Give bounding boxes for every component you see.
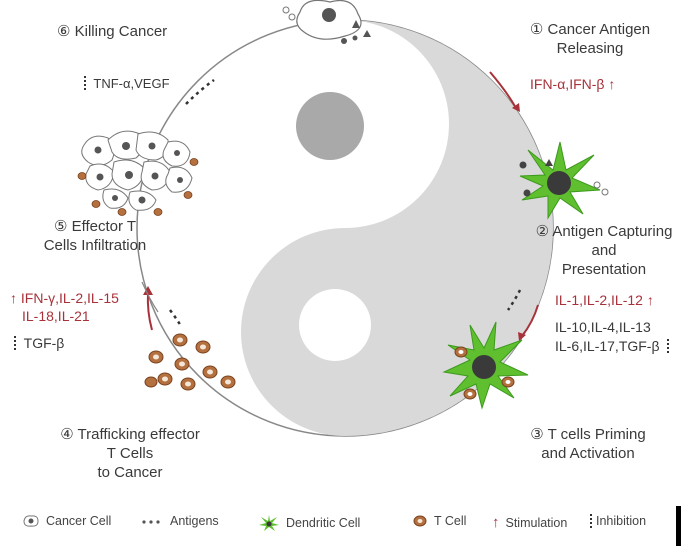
step5-stim2-text: IL-18,IL-21 — [22, 308, 90, 324]
dendritic-cell-step2-icon — [519, 141, 609, 220]
stimulation-arrow-icon: ↑ — [608, 76, 616, 92]
step1-line2: Releasing — [556, 40, 624, 57]
step5-label: ⑤ Effector T Cells Infiltration — [20, 217, 170, 255]
stimulation-arrow-icon: ↑ — [492, 514, 500, 531]
step2-label: ② Antigen Capturing and Presentation — [524, 222, 684, 279]
step4-line1: ④ Trafficking effector — [60, 426, 200, 443]
step1-label: ① Cancer Antigen Releasing — [500, 20, 680, 58]
inhibition-bar-icon — [590, 514, 592, 528]
antigens-icon — [142, 520, 160, 524]
legend-dendritic-cell-label: Dendritic Cell — [286, 516, 361, 530]
cancer-cell-top-icon — [282, 0, 371, 44]
yinyang-dark-disc — [296, 92, 364, 160]
legend-inhibition: Inhibition — [590, 514, 646, 528]
step1-stim-text: IFN-α,IFN-β — [530, 76, 605, 92]
step3-line1: ③ T cells Priming — [530, 426, 646, 443]
legend-t-cell: T Cell — [412, 514, 466, 528]
step5-inhibition: TGF-β — [10, 334, 64, 353]
legend-cancer-cell-label: Cancer Cell — [46, 514, 112, 528]
legend: Cancer Cell Antigens Dendritic Cell T Ce… — [0, 512, 686, 536]
legend-dendritic-cell: Dendritic Cell — [258, 514, 360, 532]
step2-inhibition: IL-6,IL-17,TGF-β — [555, 337, 673, 356]
inhibition-bar-icon — [84, 76, 86, 90]
stimulation-arrow-icon: ↑ — [646, 292, 654, 308]
step4-label: ④ Trafficking effector T Cells to Cancer — [30, 425, 230, 482]
stimulation-arrow-icon: ↑ — [10, 290, 17, 306]
legend-antigens-label: Antigens — [170, 514, 219, 528]
legend-stimulation: ↑ Stimulation — [492, 514, 567, 531]
t-cell-icon — [413, 515, 427, 527]
step4-line2: T Cells — [106, 445, 154, 462]
legend-cancer-cell: Cancer Cell — [22, 514, 111, 528]
step2-line2: and — [591, 242, 617, 259]
legend-antigens: Antigens — [140, 514, 219, 528]
tumor-cluster-icon — [77, 130, 199, 216]
legend-t-cell-label: T Cell — [434, 514, 467, 528]
step5-line2: Cells Infiltration — [43, 237, 147, 254]
cancer-cell-icon — [23, 515, 39, 527]
inhibition-bar-icon — [14, 336, 16, 350]
step2-inhib1: IL-10,IL-4,IL-13 — [555, 319, 651, 335]
step6-inhib-text: TNF-α,VEGF — [93, 76, 170, 91]
t-cells-cluster-icon — [144, 333, 236, 391]
step5-inhib-text: TGF-β — [23, 335, 65, 351]
step2-stim-text: IL-1,IL-2,IL-12 — [555, 292, 643, 308]
inhibition-bar-icon — [667, 339, 670, 353]
step1-stimulation: IFN-α,IFN-β ↑ — [530, 75, 615, 94]
step6-label: ⑥ Killing Cancer — [57, 23, 168, 40]
step3-line2: and Activation — [541, 445, 635, 462]
step2-stimulation: IL-1,IL-2,IL-12 ↑ — [555, 291, 654, 310]
step2-line1: ② Antigen Capturing — [535, 223, 673, 240]
dendritic-cell-step3-icon — [442, 321, 529, 410]
step1-line1: ① Cancer Antigen — [529, 21, 651, 38]
step4-line3: to Cancer — [97, 464, 163, 481]
page-edge-bar — [676, 506, 681, 546]
step6-inhibition: TNF-α,VEGF — [80, 74, 170, 93]
dendritic-cell-icon — [259, 515, 279, 531]
yinyang-white-disc — [299, 289, 371, 361]
step2-line3: Presentation — [561, 261, 647, 278]
legend-inhibition-label: Inhibition — [596, 514, 647, 528]
step3-label: ③ T cells Priming and Activation — [508, 425, 668, 463]
step5-stim1-text: IFN-γ,IL-2,IL-15 — [20, 290, 119, 306]
legend-stimulation-label: Stimulation — [505, 515, 568, 530]
step2-inhib2-text: IL-6,IL-17,TGF-β — [555, 338, 660, 354]
step5-line1: ⑤ Effector T — [53, 218, 137, 235]
step5-stimulation: ↑ IFN-γ,IL-2,IL-15 — [10, 289, 119, 308]
